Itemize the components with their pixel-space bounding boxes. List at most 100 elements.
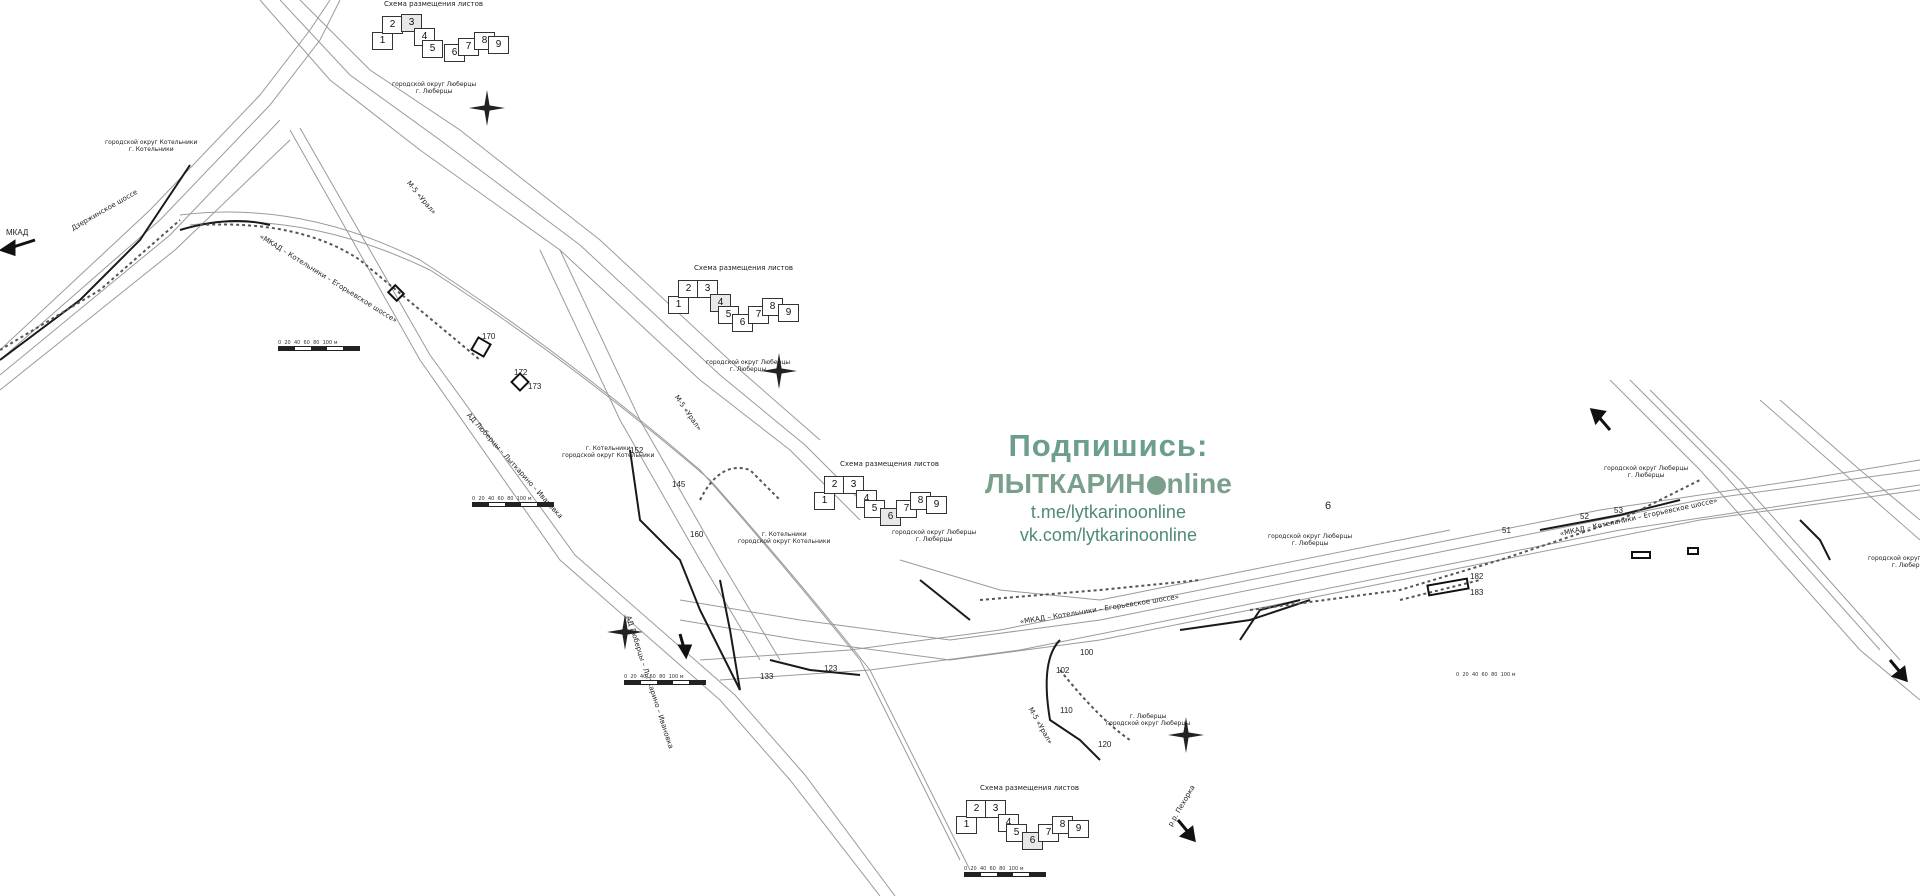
sheet-cell: 1 xyxy=(668,296,689,314)
district-name: городской округ Котельники xyxy=(562,451,655,459)
sheet-cell: 2 xyxy=(678,280,699,298)
scale-ticks: 0 20 40 60 80 100 м xyxy=(1456,672,1516,678)
sheet-cell: 9 xyxy=(488,36,509,54)
sheet-scheme-title: Схема размещения листов xyxy=(694,264,793,272)
sheet-cell: 5 xyxy=(422,40,443,58)
district-label: городской округ Люберцы г. Люберцы xyxy=(392,81,477,96)
district-label: г. Люберцы городской округ Люберцы xyxy=(1106,713,1191,728)
marker-number: 152 xyxy=(630,446,644,455)
scale-ticks: 0 20 40 60 80 100 м xyxy=(472,496,532,502)
city-name: г. Люберцы xyxy=(729,365,767,373)
vk-link[interactable]: vk.com/lytkarinoonline xyxy=(1019,525,1197,545)
sheet-cell: 9 xyxy=(926,496,947,514)
marker-number: 133 xyxy=(760,672,774,681)
scale-bar: 0 20 40 60 80 100 м xyxy=(964,866,1046,877)
district-name: городской округ Люберцы xyxy=(392,81,477,88)
scale-graphic xyxy=(472,502,554,507)
sheet-cell: 3 xyxy=(985,800,1006,818)
city-name: г. Люберцы xyxy=(1627,471,1665,479)
telegram-link[interactable]: t.me/lytkarinoonline xyxy=(1030,502,1186,522)
sheet-scheme-title: Схема размещения листов xyxy=(840,460,939,468)
sheet-cell: 6 xyxy=(1022,832,1043,850)
district-label: г. Котельники городской округ Котельники xyxy=(562,445,655,460)
marker-number: 6 xyxy=(1325,500,1332,512)
sheet-cell: 9 xyxy=(778,304,799,322)
scale-bar: 0 20 40 60 80 100 м xyxy=(624,674,706,685)
parcel-markers xyxy=(386,283,1699,597)
sheet-cell: 2 xyxy=(382,16,403,34)
sheet-scheme-title: Схема размещения листов xyxy=(980,784,1079,792)
scale-graphic xyxy=(278,346,360,351)
sheet-cell: 6 xyxy=(732,314,753,332)
marker-number: 173 xyxy=(528,382,542,391)
city-name: г. Люберцы xyxy=(1891,561,1920,569)
marker-number: 160 xyxy=(690,530,704,539)
marker-number: 172 xyxy=(514,368,528,377)
city-name: г. Котельники xyxy=(761,531,807,538)
district-name: городской округ Люберцы xyxy=(892,529,977,536)
sheet-scheme: Схема размещения листов 1 2 3 4 5 6 7 8 … xyxy=(668,264,818,332)
district-label: городской округ Котельники г. Котельники xyxy=(105,139,198,154)
marker-number: 110 xyxy=(1060,706,1073,715)
circle-logo-icon xyxy=(1146,476,1166,495)
marker-number: 145 xyxy=(672,480,686,489)
district-name: городской округ Люберцы xyxy=(1604,465,1689,472)
sheet-scheme: Схема размещения листов 1 2 3 4 5 6 7 8 … xyxy=(814,460,964,526)
sheet-scheme: Схема размещения листов 1 2 3 4 5 6 7 8 … xyxy=(956,784,1106,850)
district-name: городской округ Котельники xyxy=(105,139,198,146)
district-label: городской округ Люберцы г. Люберцы xyxy=(1868,555,1920,570)
district-label: городской округ Люберцы г. Люберцы xyxy=(1268,533,1353,548)
sheet-cell: 2 xyxy=(966,800,987,818)
scale-ticks: 0 20 40 60 80 100 м xyxy=(278,340,338,346)
marker-number: 123 xyxy=(824,664,838,673)
scale-graphic xyxy=(964,872,1046,877)
scale-bar: 0 20 40 60 80 100 м xyxy=(278,340,360,351)
direction-arrow-icon xyxy=(0,238,1908,843)
scale-bar: 0 20 40 60 80 100 м xyxy=(1456,672,1516,678)
north-arrow-icon xyxy=(469,90,1204,753)
sheet-cell: 8 xyxy=(1052,816,1073,834)
marker-number: 102 xyxy=(1056,666,1070,675)
marker-number: 183 xyxy=(1470,588,1484,597)
sheet-cell: 3 xyxy=(697,280,718,298)
marker-number: 182 xyxy=(1470,572,1484,581)
sheet-cell: 2 xyxy=(824,476,845,494)
district-label: городской округ Люберцы г. Люберцы xyxy=(892,529,977,544)
sheet-cell: 3 xyxy=(401,14,422,32)
city-name: г. Котельники xyxy=(585,445,631,452)
district-name: городской округ Люберцы xyxy=(1268,533,1353,540)
sheet-cell: 1 xyxy=(372,32,393,50)
district-name: городской округ Люберцы xyxy=(1868,555,1920,562)
district-label: городской округ Люберцы г. Люберцы xyxy=(1604,465,1689,480)
sheet-cell: 1 xyxy=(814,492,835,510)
city-name: г. Люберцы xyxy=(415,87,453,95)
sheet-cell: 1 xyxy=(956,816,977,834)
city-name: г. Люберцы xyxy=(1291,539,1329,547)
marker-number: 52 xyxy=(1580,512,1589,521)
dashed-works-lines xyxy=(0,219,1701,741)
marker-number: 100 xyxy=(1080,648,1094,657)
marker-number: 51 xyxy=(1502,526,1511,535)
district-name: городской округ Котельники xyxy=(738,537,831,545)
district-label: г. Котельники городской округ Котельники xyxy=(738,531,831,546)
city-name: г. Котельники xyxy=(128,145,174,153)
district-name: городской округ Люберцы xyxy=(706,359,791,366)
sheet-cell: 9 xyxy=(1068,820,1089,838)
mkad-label: МКАД xyxy=(6,228,29,237)
city-name: г. Люберцы xyxy=(1129,713,1167,720)
sheet-scheme-title: Схема размещения листов xyxy=(384,0,483,8)
scale-ticks: 0 20 40 60 80 100 м xyxy=(624,674,684,680)
sheet-scheme: Схема размещения листов 1 2 3 4 5 6 7 8 … xyxy=(372,0,522,62)
marker-number: 120 xyxy=(1098,740,1112,749)
marker-number: 53 xyxy=(1614,506,1623,515)
district-name: городской округ Люберцы xyxy=(1106,719,1191,727)
marker-number: 170 xyxy=(482,332,496,341)
project-boundary-lines xyxy=(0,164,1831,761)
sheet-cell: 5 xyxy=(1006,824,1027,842)
sheet-cell: 3 xyxy=(843,476,864,494)
scale-ticks: 0 20 40 60 80 100 м xyxy=(964,866,1024,872)
